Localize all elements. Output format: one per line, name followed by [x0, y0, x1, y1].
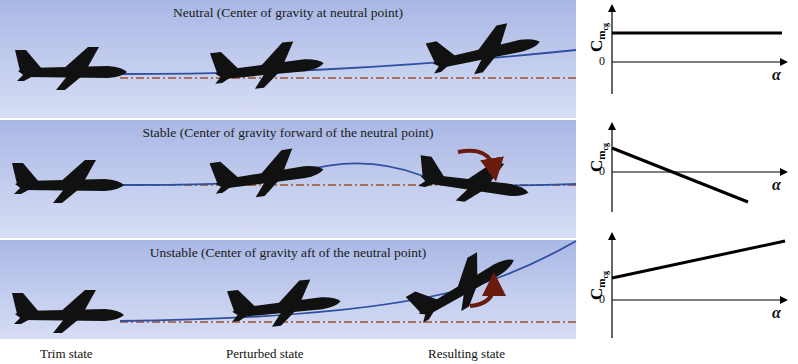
y-axis — [611, 234, 612, 338]
state-label: Resulting state — [428, 346, 505, 362]
axis-title: α — [772, 66, 781, 84]
moment-arrow — [458, 151, 494, 170]
state-label: Perturbed state — [226, 346, 304, 362]
y-axis — [611, 124, 612, 212]
airplane — [209, 145, 326, 203]
airplane — [12, 290, 124, 333]
axis-title: α — [772, 304, 781, 322]
airplane — [404, 238, 522, 331]
stability-band: Unstable (Center of gravity aft of the n… — [0, 240, 576, 339]
axis-subscript: cg — [601, 143, 610, 151]
flight-path — [120, 163, 576, 185]
moment-curve — [612, 32, 782, 35]
moment-arrow — [470, 284, 494, 306]
axis-subscript: m — [595, 279, 607, 288]
band-title: Stable (Center of gravity forward of the… — [0, 120, 576, 141]
axis-title: Cmcg — [586, 23, 617, 52]
axis-title: α — [772, 176, 781, 194]
axis-origin: 0 — [599, 164, 605, 179]
band-title: Unstable (Center of gravity aft of the n… — [0, 240, 576, 261]
moment-curve — [612, 148, 748, 202]
y-axis — [611, 6, 612, 94]
axis-subscript: cg — [601, 23, 610, 31]
moment-curve — [612, 241, 785, 278]
airplane — [415, 152, 532, 210]
axis-subscript: cg — [601, 271, 610, 279]
airplane — [425, 17, 543, 82]
axis-subscript: m — [595, 31, 607, 40]
reference-line — [120, 77, 576, 79]
x-axis — [612, 299, 786, 300]
airplane — [12, 160, 124, 203]
state-label: Trim state — [40, 346, 93, 362]
axis-origin: 0 — [599, 54, 605, 69]
x-axis — [612, 61, 786, 62]
airplane — [15, 47, 127, 90]
axis-origin: 0 — [599, 292, 605, 307]
band-title: Neutral (Center of gravity at neutral po… — [0, 0, 576, 21]
reference-line — [120, 321, 576, 323]
axis-subscript: m — [595, 151, 607, 160]
airplane — [210, 38, 326, 92]
axis-symbol: C — [587, 40, 606, 52]
flight-path — [120, 241, 576, 321]
airplane — [227, 276, 343, 330]
x-axis — [612, 171, 786, 172]
